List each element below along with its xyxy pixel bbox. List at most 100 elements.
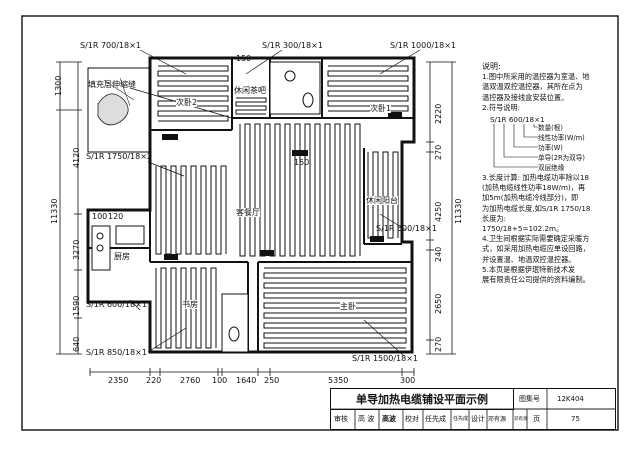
bottom-dim-7: 5350 [328, 376, 349, 385]
right-dim-7: 270 [434, 336, 443, 352]
right-dim-5: 240 [434, 246, 443, 262]
toilet-bottom [228, 326, 240, 342]
room-bedroom1: 次卧1 [370, 104, 392, 113]
exterior-walls [86, 56, 416, 354]
room-master: 主卧 [340, 302, 356, 311]
checker-signature: 任先成 [453, 416, 469, 422]
reviewer: 高 波 [358, 415, 375, 423]
dim-150-top: 150 [236, 54, 252, 63]
room-leisure-balcony: 休闲阳台 [366, 196, 398, 205]
cable-balcony [367, 151, 399, 239]
bottom-dim-8: 300 [400, 376, 416, 385]
dim-120: 120 [108, 212, 124, 221]
bottom-dim-4: 100 [212, 376, 228, 385]
cable-lounge [235, 97, 267, 115]
title-block-grid [331, 389, 615, 429]
left-dim-2: 4120 [72, 147, 81, 168]
title-block: 单导加热电缆铺设平面示例 图集号 12K404 审核 高 波 高波 校对 任先成 [330, 388, 616, 430]
left-dim-3: 11330 [50, 198, 59, 224]
garden-plants [97, 93, 129, 126]
note-2: 2.符号说明: [482, 102, 521, 112]
design-label: 设计 [471, 415, 485, 423]
bottom-dim-6: 250 [264, 376, 280, 385]
drawing-frame [21, 15, 619, 431]
note-5-line-1: 5.本页是根据伊珉特新技术发 [482, 264, 576, 274]
cable-label-living: S/1R 1750/18×2 [86, 152, 152, 161]
cable-label-bedroom2: S/1R 700/18×1 [80, 41, 141, 50]
right-dim-6: 2650 [434, 293, 443, 314]
note-4-line-3: 并设置温、地温双控温控器。 [482, 254, 576, 264]
cable-label-kitchen: S/1R 600/18×1 [86, 300, 147, 309]
legend-item-2: 线性功率(W/m) [538, 134, 585, 143]
cable-living-right [239, 123, 361, 257]
basin-top [284, 70, 296, 82]
bathroom-bottom [221, 293, 249, 353]
kitchen-counter [91, 225, 111, 271]
legend-item-5: 双层绝缘 [538, 164, 565, 173]
dim-150-mid: 150 [294, 158, 310, 167]
cable-label-lounge: S/1R 300/18×1 [262, 41, 323, 50]
bottom-dim-3: 2760 [180, 376, 201, 385]
note-3-line-3: 加5m(加热电缆冷线部分)，即 [482, 193, 579, 203]
interior-walls [88, 58, 414, 352]
left-dim-5: 1590 [72, 295, 81, 316]
atlas-number: 12K404 [557, 395, 584, 403]
legend-item-1: 数量(根) [538, 124, 563, 133]
right-dim-3: 11330 [454, 198, 463, 224]
cable-label-master: S/1R 1500/18×1 [352, 354, 418, 363]
designer-signature: 邓有源 [514, 417, 528, 422]
cable-label-balcony: S/1R 600/18×1 [376, 224, 437, 233]
symbol-legend: S/1R 600/18×1 数量(根) 线性功率(W/m) 功率(W) 单导(2… [490, 115, 612, 173]
note-3-line-4: 为加热电缆长度,如S/1R 1750/18 [482, 203, 591, 213]
bathroom-top [269, 61, 321, 115]
right-dim-2: 270 [434, 144, 443, 160]
cable-bedroom2 [157, 65, 229, 122]
note-4-line-2: 式，如采用加热电缆应单设回路， [482, 244, 590, 254]
legend-leaders [493, 124, 538, 168]
left-dim-1: 1300 [54, 75, 63, 96]
design-notes: 说明: 1.图中所采用的温控器为室温、地 温双温双控温控器，其所在点为 温控器及… [482, 62, 612, 285]
page-number: 75 [571, 415, 580, 423]
cable-living-left [155, 165, 227, 255]
cable-label-bedroom1: S/1R 1000/18×1 [390, 41, 456, 50]
note-3-line-6: 1750/18+5=102.2m。 [482, 224, 564, 234]
note-3-line-2: (加热电缆线性功率18W/m)，再 [482, 183, 586, 193]
note-1-line-1: 1.图中所采用的温控器为室温、地 [482, 72, 590, 82]
atlas-label: 图集号 [519, 395, 540, 403]
dimension-lines [56, 61, 456, 376]
notes-heading: 说明: [482, 62, 501, 71]
note-1-line-3: 温控器及接线盒安装位置。 [482, 92, 569, 102]
note-5-line-2: 展有限责任公司提供的资料编制。 [482, 275, 590, 285]
cable-label-study: S/1R 850/18×1 [86, 348, 147, 357]
note-1-line-2: 温双温双控温控器，其所在点为 [482, 82, 583, 92]
left-dim-6: 640 [72, 336, 81, 352]
legend-code: S/1R 600/18×1 [490, 115, 545, 125]
toilet-top [302, 92, 314, 108]
expansion-joint-label: 填充层伸缩缝 [88, 80, 136, 89]
page-label: 页 [533, 415, 540, 423]
reviewer-signature: 高波 [382, 415, 396, 423]
room-study: 书房 [182, 300, 198, 309]
note-3-line-5: 长度为: [482, 213, 506, 223]
thermostats [162, 112, 402, 260]
legend-item-3: 功率(W) [538, 144, 563, 153]
check-label: 校对 [405, 415, 419, 423]
right-dim-4: 4250 [434, 201, 443, 222]
bottom-dim-2: 220 [146, 376, 162, 385]
note-4-line-1: 4.卫生间根据实际需要确定采暖方 [482, 234, 590, 244]
room-kitchen: 厨房 [114, 252, 130, 261]
review-label: 审核 [334, 415, 348, 423]
garden-area [87, 67, 151, 153]
dim-100: 100 [92, 212, 108, 221]
room-bedroom2: 次卧2 [176, 98, 198, 107]
bottom-dim-5: 1640 [236, 376, 257, 385]
note-3-line-1: 3.长度计算: 加热电缆功率除以18 [482, 173, 589, 183]
bottom-dim-1: 2350 [108, 376, 129, 385]
right-dim-1: 2220 [434, 103, 443, 124]
room-living: 客餐厅 [236, 208, 260, 217]
room-lounge: 休闲茶吧 [234, 86, 266, 95]
legend-item-4: 单导(2R为双导) [538, 154, 585, 163]
cable-master [263, 267, 407, 349]
